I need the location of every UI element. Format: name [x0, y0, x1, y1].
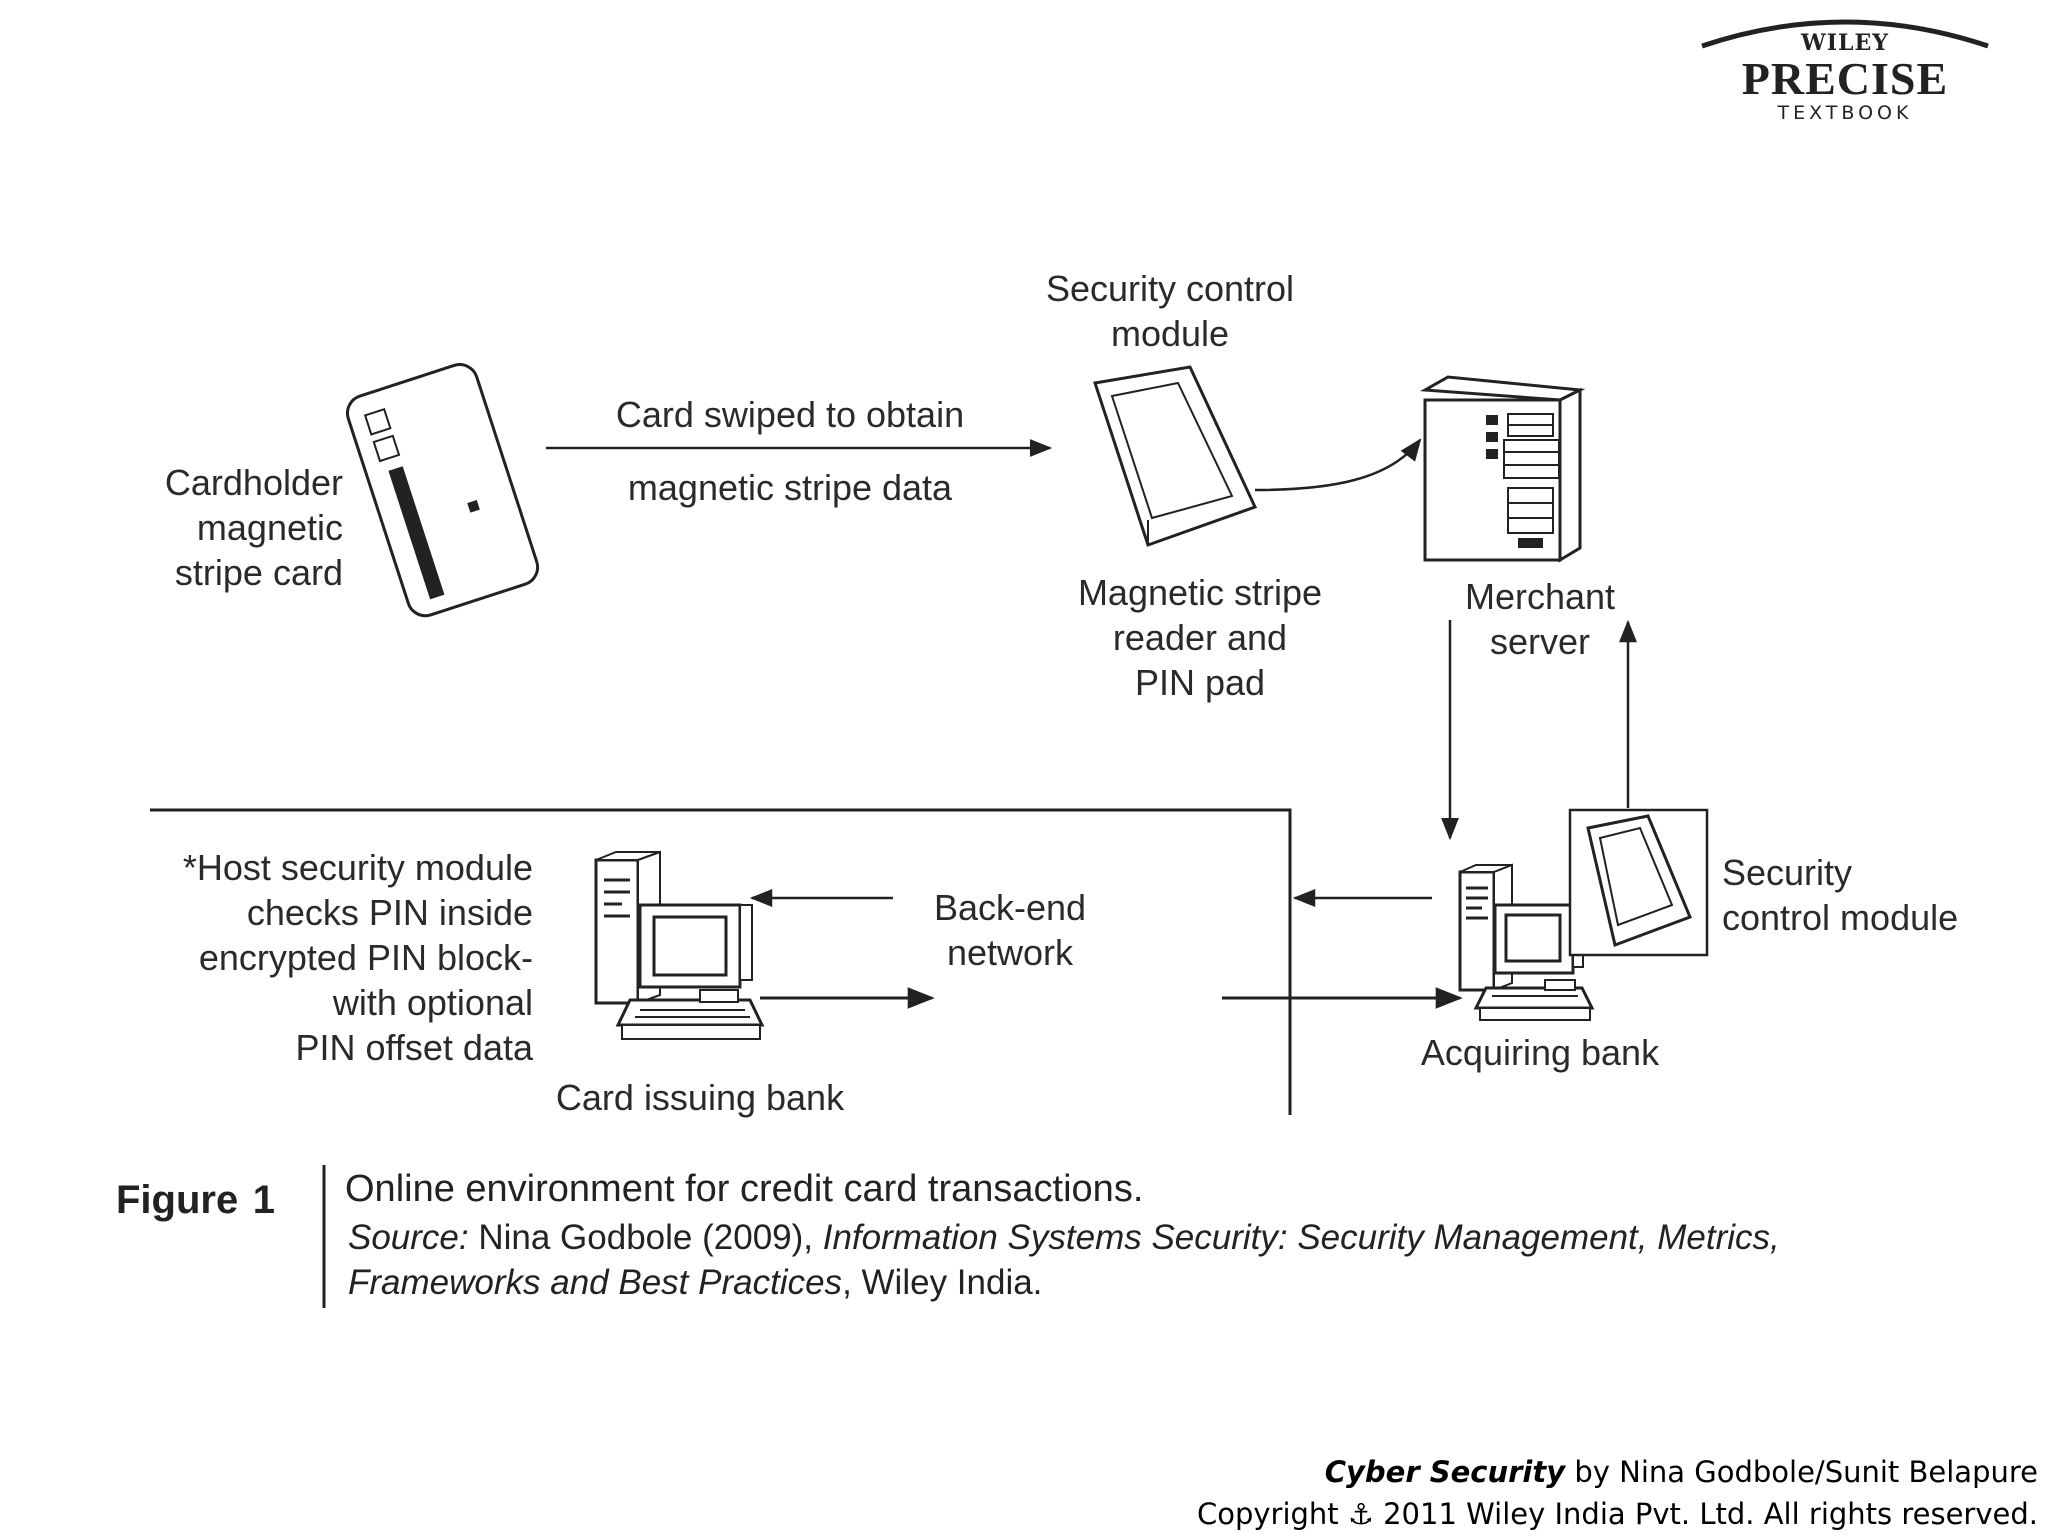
- source-book-part-2: Frameworks and Best Practices: [348, 1263, 843, 1302]
- backend-network-label: Back-end network: [900, 885, 1120, 975]
- logo-arc: [1701, 19, 1989, 49]
- acquiring-bank-computer-icon: [1458, 863, 1595, 1021]
- publisher-logo: WILEY PRECISE TEXTBOOK: [1700, 10, 1990, 124]
- logo-precise: PRECISE: [1741, 53, 1949, 104]
- copyright-icon: ⚓: [1347, 1497, 1374, 1531]
- security-right-line-2: control module: [1722, 897, 1959, 938]
- issuing-bank-label: Card issuing bank: [555, 1077, 845, 1118]
- security-module-icon: [1568, 808, 1709, 957]
- acquiring-bank-label: Acquiring bank: [1420, 1032, 1660, 1073]
- cardholder-line-1: Cardholder: [164, 462, 343, 503]
- host-security-note: *Host security module checks PIN inside …: [183, 845, 533, 1070]
- reader-label: Magnetic stripe reader and PIN pad: [1060, 570, 1340, 705]
- footer-book-credit: Cyber Security by Nina Godbole/Sunit Bel…: [1325, 1455, 2038, 1489]
- copyright-prefix: Copyright: [1196, 1497, 1348, 1531]
- card-reader-icon: [1093, 365, 1258, 547]
- reader-to-server-arrow: [1254, 438, 1422, 492]
- footer-book-title: Cyber Security: [1324, 1455, 1566, 1489]
- source-author: Nina Godbole (2009),: [468, 1218, 823, 1257]
- logo-wiley: WILEY: [1801, 30, 1889, 56]
- cardholder-line-2: magnetic: [196, 507, 343, 548]
- security-module-right-label: Security control module: [1722, 850, 1958, 940]
- figure-label: Figure 1: [116, 1178, 275, 1223]
- host-note-line-1: *Host security module: [182, 847, 533, 888]
- footer-authors: by Nina Godbole/Sunit Belapure: [1565, 1455, 2038, 1489]
- footer-copyright: Copyright ⚓ 2011 Wiley India Pvt. Ltd. A…: [1197, 1497, 2038, 1531]
- host-note-line-5: PIN offset data: [295, 1027, 533, 1068]
- swipe-label-bottom: magnetic stripe data: [627, 467, 953, 508]
- network-boundary: [150, 808, 1292, 1115]
- merchant-line-1: Merchant: [1464, 576, 1616, 617]
- figure-number: 1: [252, 1178, 275, 1222]
- logo-textbook: TEXTBOOK: [1777, 102, 1913, 124]
- reader-line-2: reader and: [1112, 617, 1288, 658]
- security-right-line-1: Security: [1722, 852, 1853, 893]
- source-label: Source:: [348, 1218, 469, 1257]
- reader-line-1: Magnetic stripe: [1077, 572, 1323, 613]
- merchant-server-label: Merchant server: [1420, 574, 1660, 664]
- figure-source-line-2: Frameworks and Best Practices, Wiley Ind…: [348, 1260, 1780, 1305]
- security-module-top-label: Security control module: [1020, 266, 1320, 356]
- host-note-line-3: encrypted PIN block-: [198, 937, 533, 978]
- merchant-line-2: server: [1489, 621, 1591, 662]
- host-note-line-4: with optional: [332, 982, 533, 1023]
- figure-source-line-1: Source: Nina Godbole (2009), Information…: [348, 1215, 1780, 1260]
- merchant-server-icon: [1419, 375, 1586, 563]
- magnetic-stripe-card-icon: [345, 363, 540, 618]
- swipe-label-top: Card swiped to obtain: [615, 394, 965, 435]
- copyright-text: 2011 Wiley India Pvt. Ltd. All rights re…: [1373, 1497, 2038, 1531]
- source-publisher: , Wiley India.: [842, 1263, 1043, 1302]
- security-top-line-2: module: [1110, 313, 1230, 354]
- host-note-line-2: checks PIN inside: [246, 892, 533, 933]
- cardholder-line-3: stripe card: [174, 552, 343, 593]
- figure-source: Source: Nina Godbole (2009), Information…: [348, 1215, 1780, 1305]
- issuing-bank-computer-icon: [594, 850, 765, 1040]
- security-top-line-1: Security control: [1045, 268, 1295, 309]
- backend-line-1: Back-end: [933, 887, 1087, 928]
- reader-line-3: PIN pad: [1134, 662, 1266, 703]
- backend-line-2: network: [946, 932, 1074, 973]
- cardholder-label: Cardholder magnetic stripe card: [165, 460, 343, 595]
- source-book-part-1: Information Systems Security: Security M…: [822, 1218, 1780, 1257]
- figure-title: Online environment for credit card trans…: [345, 1168, 1144, 1210]
- figure-word: Figure: [116, 1178, 239, 1222]
